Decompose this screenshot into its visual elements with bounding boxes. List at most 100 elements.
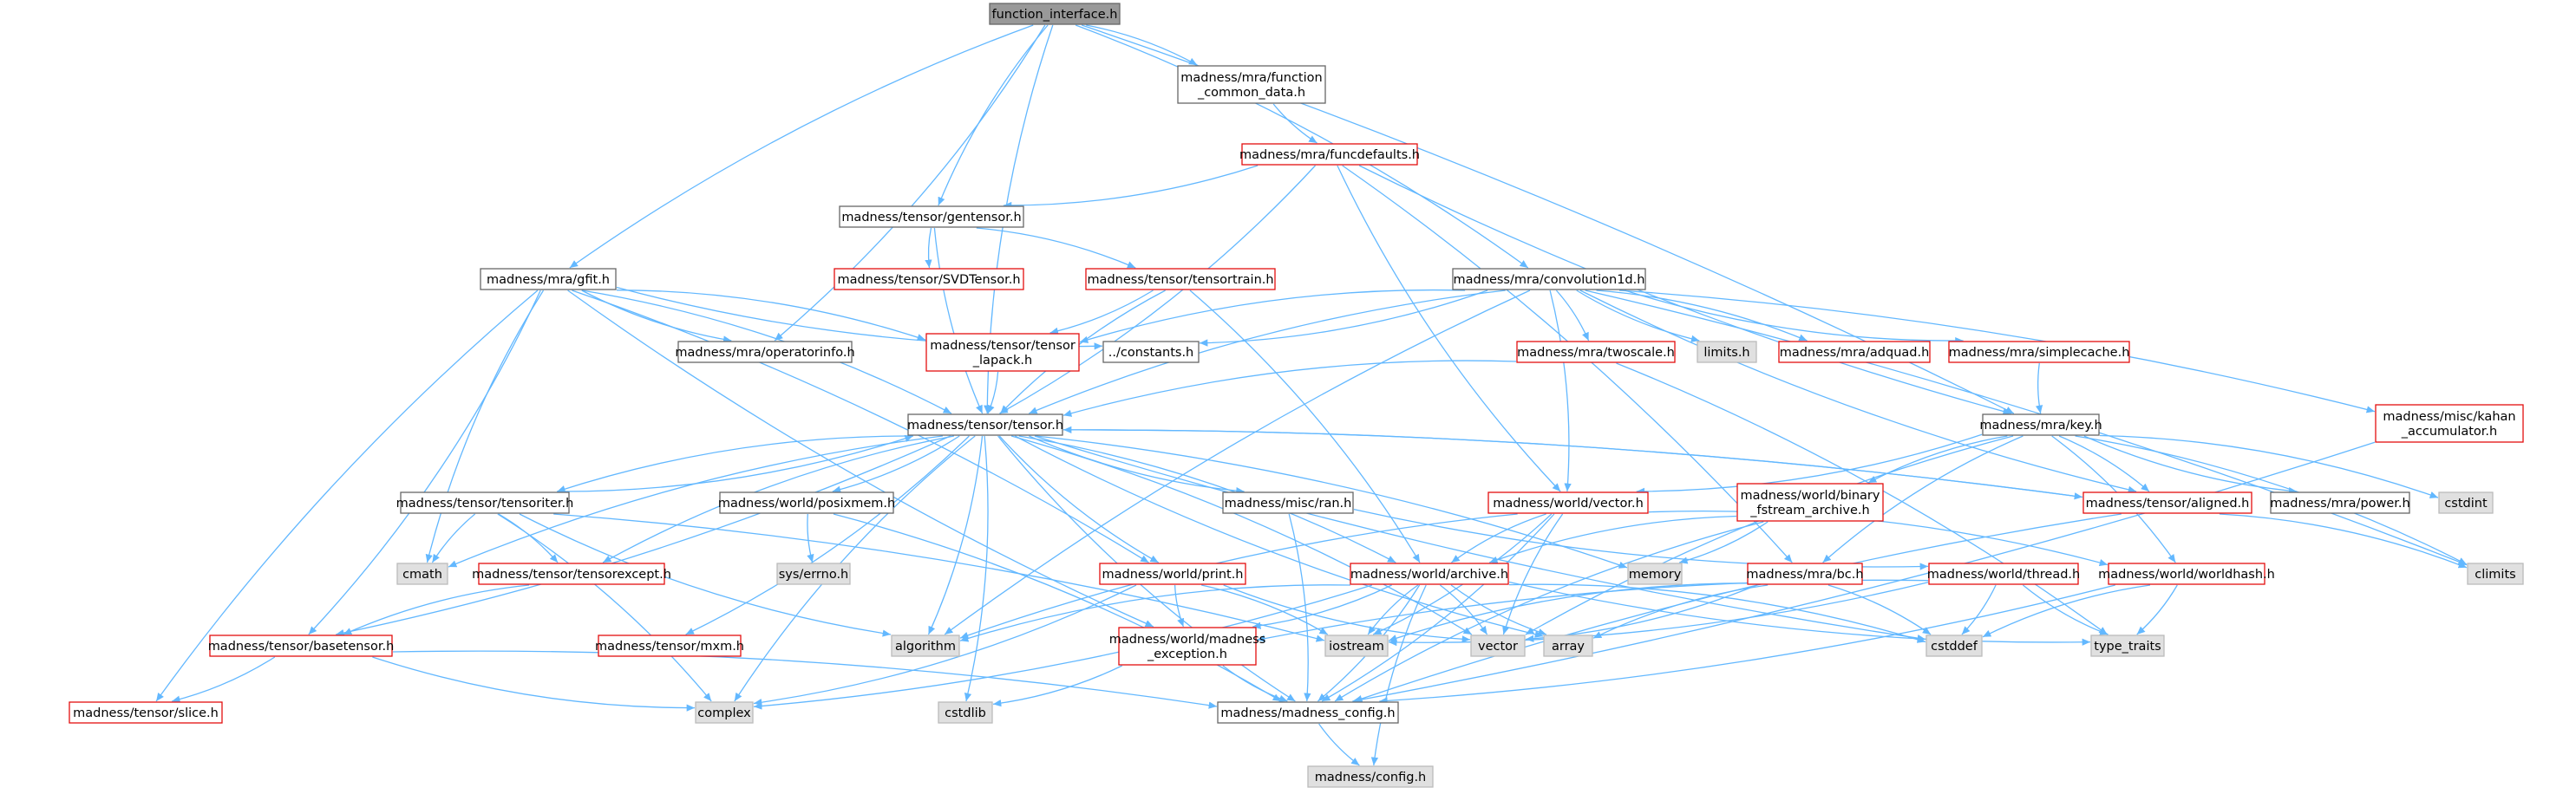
edge-aligned-to-climits xyxy=(2219,513,2468,569)
node-box xyxy=(2090,635,2165,657)
node-box xyxy=(1925,635,1983,657)
node-label: sys/errno.h xyxy=(779,568,849,582)
node-kahan[interactable]: madness/misc/kahan_accumulator.h xyxy=(2375,404,2524,443)
node-errno: sys/errno.h xyxy=(776,563,851,585)
node-operatorinfo[interactable]: madness/mra/operatorinfo.h xyxy=(675,341,855,363)
node-svdtensor[interactable]: madness/tensor/SVDTensor.h xyxy=(834,268,1024,290)
node-tensorexcept[interactable]: madness/tensor/tensorexcept.h xyxy=(472,563,671,585)
node-gentensor[interactable]: madness/tensor/gentensor.h xyxy=(839,205,1024,228)
node-box xyxy=(2082,491,2252,514)
node-bc[interactable]: madness/mra/bc.h xyxy=(1746,563,1864,585)
edge-conv1d-to-wvector xyxy=(1549,290,1572,492)
node-thread[interactable]: madness/world/thread.h xyxy=(1927,563,2080,585)
node-ran[interactable]: madness/misc/ran.h xyxy=(1222,491,1354,514)
edge-tensorexcept-to-basetensor xyxy=(343,584,530,635)
node-label: _accumulator.h xyxy=(2401,425,2498,439)
node-root[interactable]: function_interface.h xyxy=(989,3,1121,25)
node-label: madness/mra/power.h xyxy=(2270,497,2409,511)
node-label: madness/world/posixmem.h xyxy=(718,497,895,511)
node-aligned[interactable]: madness/tensor/aligned.h xyxy=(2082,491,2252,514)
edge-archive-to-config xyxy=(1370,584,1427,766)
edge-gfit-to-tensor xyxy=(581,290,952,414)
node-box xyxy=(1085,268,1276,290)
edge-mexcept-to-cstdlib xyxy=(992,665,1122,707)
node-box xyxy=(396,563,448,585)
node-wvector[interactable]: madness/world/vector.h xyxy=(1487,491,1649,514)
node-mexcept[interactable]: madness/world/madness_exception.h xyxy=(1109,627,1266,666)
edge-wvector-to-vector xyxy=(1502,513,1564,635)
node-complex: complex xyxy=(695,701,754,724)
node-typetraits: type_traits xyxy=(2090,635,2165,657)
node-constants[interactable]: ../constants.h xyxy=(1102,341,1200,363)
node-adquad[interactable]: madness/mra/adquad.h xyxy=(1778,341,1931,363)
edge-gfit-to-basetensor xyxy=(308,290,541,635)
edge-lapack-to-tensor xyxy=(987,371,999,414)
edge-tensor-to-posixmem xyxy=(832,435,960,493)
node-label: madness/tensor/slice.h xyxy=(73,706,219,720)
node-box xyxy=(1470,635,1526,657)
edge-tensortrain-to-lapack xyxy=(1049,290,1154,335)
edge-archive-to-iostream xyxy=(1367,584,1419,635)
node-label: madness/config.h xyxy=(1315,771,1427,784)
edge-thread-to-typetraits xyxy=(2022,584,2109,635)
node-worldhash[interactable]: madness/world/worldhash.h xyxy=(2098,563,2275,585)
node-label: madness/misc/ran.h xyxy=(1225,497,1352,511)
node-tensoriter[interactable]: madness/tensor/tensoriter.h xyxy=(396,491,574,514)
node-label: madness/mra/operatorinfo.h xyxy=(675,346,854,360)
edge-tensor-to-ran xyxy=(1029,435,1245,495)
edge-funcdefaults-to-wvector xyxy=(1337,165,1561,492)
node-label: madness/madness_config.h xyxy=(1220,706,1395,720)
node-box xyxy=(989,3,1121,25)
node-key[interactable]: madness/mra/key.h xyxy=(1979,413,2102,436)
node-tensor[interactable]: madness/tensor/tensor.h xyxy=(907,413,1063,436)
edge-root-to-conv1d xyxy=(1075,24,1529,269)
node-funcdefaults[interactable]: madness/mra/funcdefaults.h xyxy=(1239,143,1420,166)
node-box xyxy=(2375,404,2524,443)
node-label: madness/tensor/aligned.h xyxy=(2086,497,2250,511)
node-box xyxy=(1627,563,1683,585)
node-label: iostream xyxy=(1329,640,1384,654)
node-box xyxy=(2467,563,2524,585)
node-cmath: cmath xyxy=(396,563,448,585)
node-conv1d[interactable]: madness/mra/convolution1d.h xyxy=(1452,268,1646,290)
node-tensortrain[interactable]: madness/tensor/tensortrain.h xyxy=(1085,268,1276,290)
node-mconfig[interactable]: madness/madness_config.h xyxy=(1217,701,1399,724)
node-label: madness/mra/simplecache.h xyxy=(1949,346,2130,360)
edge-wvector-to-algorithm xyxy=(959,513,1518,639)
node-mxm[interactable]: madness/tensor/mxm.h xyxy=(595,635,744,657)
node-label: cstdlib xyxy=(945,706,986,720)
node-binary[interactable]: madness/world/binary_fstream_archive.h xyxy=(1736,483,1884,522)
edge-gfit-to-operatorinfo xyxy=(581,290,732,343)
edge-tensortrain-to-archive xyxy=(1189,290,1421,563)
edge-tensoriter-to-cmath xyxy=(431,513,476,563)
edge-gfit-to-print xyxy=(572,290,1149,563)
node-simplecache[interactable]: madness/mra/simplecache.h xyxy=(1948,341,2130,363)
node-label: madness/world/archive.h xyxy=(1350,568,1508,582)
edge-worldhash-to-typetraits xyxy=(2136,584,2178,635)
edge-mconfig-to-config xyxy=(1318,723,1360,766)
node-box xyxy=(1324,635,1389,657)
node-label: cmath xyxy=(402,568,442,582)
edge-basetensor-to-complex xyxy=(372,656,696,712)
node-box xyxy=(925,333,1080,372)
edge-tensor-to-cstdlib xyxy=(964,435,989,702)
node-box xyxy=(677,341,853,363)
edge-tensor-to-aligned xyxy=(1062,429,2083,500)
node-print[interactable]: madness/world/print.h xyxy=(1099,563,1246,585)
node-archive[interactable]: madness/world/archive.h xyxy=(1350,563,1509,585)
node-basetensor[interactable]: madness/tensor/basetensor.h xyxy=(208,635,395,657)
node-fcd[interactable]: madness/mra/function_common_data.h xyxy=(1177,65,1326,104)
node-box xyxy=(1452,268,1646,290)
node-label: _exception.h xyxy=(1147,648,1227,661)
node-lapack[interactable]: madness/tensor/tensor_lapack.h xyxy=(925,333,1080,372)
edge-thread-to-cstddef xyxy=(1961,584,1997,635)
node-posixmem[interactable]: madness/world/posixmem.h xyxy=(718,491,895,514)
node-slice[interactable]: madness/tensor/slice.h xyxy=(69,701,223,724)
edge-tensor-to-basetensor xyxy=(336,435,951,637)
node-gfit[interactable]: madness/mra/gfit.h xyxy=(480,268,617,290)
node-power[interactable]: madness/mra/power.h xyxy=(2270,491,2410,514)
node-box xyxy=(1747,563,1863,585)
node-twoscale[interactable]: madness/mra/twoscale.h xyxy=(1516,341,1676,363)
edge-archive-to-algorithm xyxy=(959,584,1351,642)
node-label: madness/tensor/SVDTensor.h xyxy=(837,273,1020,287)
